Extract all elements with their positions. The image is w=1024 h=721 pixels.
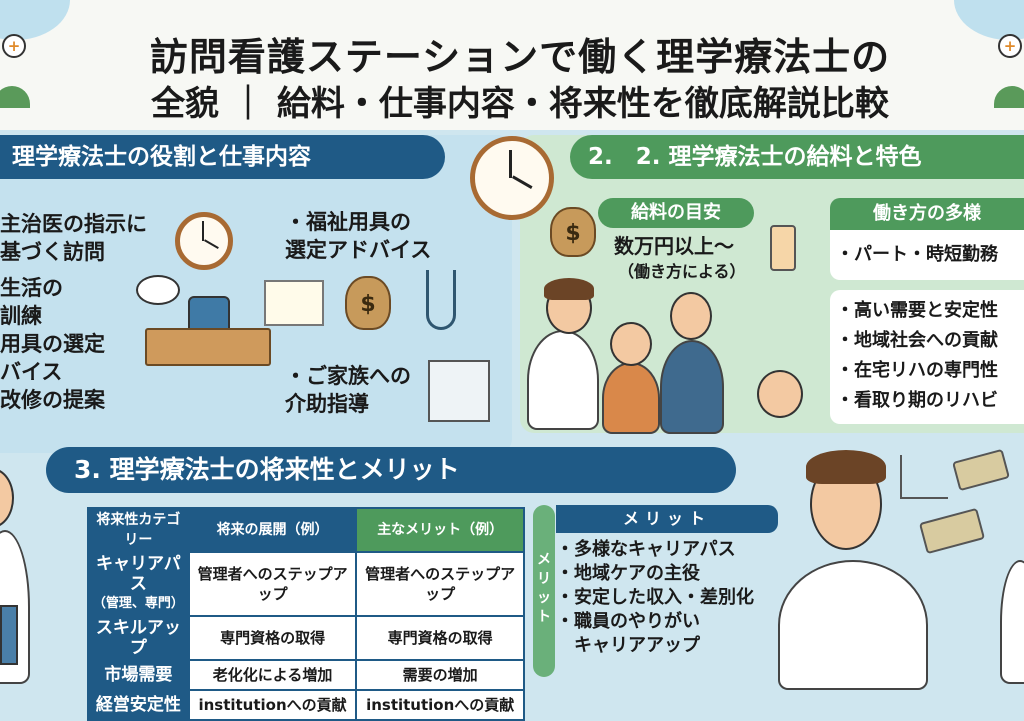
money-bag-icon: $: [345, 276, 391, 330]
nurse-illustration: [757, 370, 803, 418]
merit-cell: 管理者へのステップアップ: [355, 551, 525, 617]
merit-cell: 需要の増加: [355, 659, 525, 691]
merit-list: ・多様なキャリアパス ・地域ケアの主役 ・安定した収入・差別化 ・職員のやりがい…: [556, 538, 754, 658]
salary-note: （働き方による）: [618, 262, 746, 281]
merit-cell: 専門資格の取得: [355, 615, 525, 661]
role-item: 生活の: [0, 276, 63, 300]
hill-decoration: [994, 86, 1024, 108]
future-cell: 老化化による増加: [187, 659, 358, 691]
role-item: 改修の提案: [0, 388, 105, 412]
category-cell: スキルアップ: [87, 615, 190, 661]
doctor-hair: [806, 450, 886, 484]
merit-item: ・多様なキャリアパス: [556, 539, 736, 560]
role-item: ・福祉用具の: [285, 210, 411, 234]
clipboard-icon: [0, 605, 18, 665]
hospital-icon: [428, 360, 490, 422]
salary-value: 数万円以上～: [614, 234, 734, 258]
workstyle-item: ・パート・時短勤務: [836, 244, 998, 265]
hill-decoration: [0, 86, 30, 108]
category-cell: キャリアパス（管理、専門）: [87, 551, 190, 617]
doctor-illustration: [778, 560, 928, 690]
doctor-illustration: [527, 330, 599, 430]
money-stack-icon: [952, 448, 1010, 492]
role-item: 基づく訪問: [0, 240, 105, 264]
stethoscope-icon: [426, 270, 456, 330]
table-row: スキルアップ 専門資格の取得 専門資格の取得: [87, 615, 525, 661]
medical-plus-icon: +: [2, 34, 26, 58]
section-future-heading: 3. 理学療法士の将来性とメリット: [46, 447, 736, 493]
role-item-family: ・ご家族への 介助指導: [285, 362, 411, 418]
clock-icon: [470, 136, 554, 220]
table-row: 市場需要 老化化による増加 需要の増加: [87, 659, 525, 691]
medical-plus-icon: +: [998, 34, 1022, 58]
speech-bubble-icon: [136, 275, 180, 305]
table-row: キャリアパス（管理、専門） 管理者へのステップアップ 管理者へのステップアップ: [87, 551, 525, 617]
future-cell: 専門資格の取得: [187, 615, 358, 661]
role-list-left: 主治医の指示に 基づく訪問 生活の 訓練 用具の選定 バイス 改修の提案: [0, 210, 147, 414]
page-subtitle: 全貌 ｜ 給料・仕事内容・将来性を徹底解説比較: [151, 84, 889, 124]
merit-item: ・地域ケアの主役: [556, 563, 700, 584]
clock-icon: [175, 212, 233, 270]
role-item: バイス: [0, 360, 63, 384]
merit-item: ・安定した収入・差別化: [556, 587, 754, 608]
workstyle-label: 働き方の多様: [830, 198, 1024, 230]
role-item: 用具の選定: [0, 332, 105, 356]
section-salary-heading: 2. 2. 理学療法士の給料と特色: [570, 135, 1024, 179]
workstyle-list: ・パート・時短勤務: [830, 230, 1024, 280]
category-cell: 市場需要: [87, 659, 190, 691]
column-header: 将来性カテゴリー: [87, 507, 190, 553]
family-head: [670, 292, 712, 340]
iv-bag-icon: [770, 225, 796, 271]
growth-chart-icon: [900, 455, 948, 499]
family-illustration: [660, 340, 724, 434]
role-item: 選定アドバイス: [285, 238, 432, 262]
money-stack-icon: [918, 507, 986, 555]
merit-item: キャリアアップ: [556, 635, 700, 656]
role-item: ・ご家族への: [285, 364, 411, 388]
merit-cell: institutionへの貢献: [355, 689, 525, 721]
future-cell: institutionへの貢献: [187, 689, 358, 721]
staff-illustration: [1000, 560, 1024, 684]
merit-heading: メリット: [556, 505, 778, 533]
header: + + 訪問看護ステーションで働く理学療法士の 全貌 ｜ 給料・仕事内容・将来性…: [0, 0, 1024, 130]
column-header: 将来の展開（例）: [187, 507, 358, 553]
role-item: 主治医の指示に: [0, 212, 147, 236]
desk-icon: [145, 328, 271, 366]
future-table: 将来性カテゴリー 将来の展開（例） 主なメリット（例） キャリアパス（管理、専門…: [87, 507, 525, 721]
table-header-row: 将来性カテゴリー 将来の展開（例） 主なメリット（例）: [87, 507, 525, 553]
patient-head: [610, 322, 652, 366]
merit-side-label: メリット: [533, 505, 555, 677]
salary-label: 給料の目安: [598, 198, 754, 228]
patient-illustration: [602, 362, 660, 434]
future-cell: 管理者へのステップアップ: [187, 551, 358, 617]
page-title: 訪問看護ステーションで働く理学療法士の: [149, 35, 891, 79]
feature-item: ・地域社会への貢献: [836, 330, 998, 351]
money-bag-icon: $: [550, 207, 596, 257]
role-item: 訓練: [0, 304, 42, 328]
certificate-icon: [264, 280, 324, 326]
role-item-equipment: ・福祉用具の 選定アドバイス: [285, 208, 431, 264]
category-cell: 経営安定性: [87, 689, 190, 721]
feature-item: ・在宅リハの専門性: [836, 360, 998, 381]
nurse-head: [0, 468, 14, 528]
section-role-heading: 理学療法士の役割と仕事内容: [0, 135, 445, 179]
doctor-hair: [544, 278, 594, 300]
merit-item: ・職員のやりがい: [556, 611, 700, 632]
feature-item: ・高い需要と安定性: [836, 300, 998, 321]
role-item: 介助指導: [285, 392, 369, 416]
table-row: 経営安定性 institutionへの貢献 institutionへの貢献: [87, 689, 525, 721]
feature-item: ・看取り期のリハビ: [836, 390, 998, 411]
column-header: 主なメリット（例）: [355, 507, 525, 553]
features-list: ・高い需要と安定性 ・地域社会への貢献 ・在宅リハの専門性 ・看取り期のリハビ: [830, 290, 1024, 424]
